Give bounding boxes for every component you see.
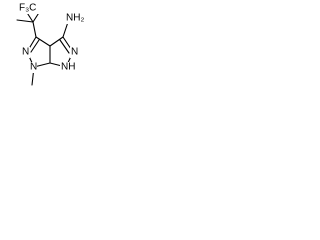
label-nh2: NH₂ <box>66 13 84 24</box>
bond-c3-n2-double-inner <box>30 39 40 53</box>
bond-c3-c3a <box>35 36 51 47</box>
label-nh: NH <box>61 62 75 73</box>
bond-c3a-c3-right <box>49 36 64 47</box>
label-n-left: N <box>22 47 29 58</box>
label-n-methyl: N <box>30 62 37 73</box>
bond-c3-right-nh2 <box>62 21 69 38</box>
bond-c3-right-n2-double-inner <box>59 39 70 54</box>
label-group: F₃C NH₂ N N N NH <box>18 2 91 73</box>
molecule-structure: F₃C NH₂ N N N NH <box>16 2 91 86</box>
bond-cf3-f2 <box>16 19 34 23</box>
label-cf3: F₃C <box>19 3 36 14</box>
label-n-right: N <box>71 47 78 58</box>
bond-cf3-ring <box>32 21 37 38</box>
